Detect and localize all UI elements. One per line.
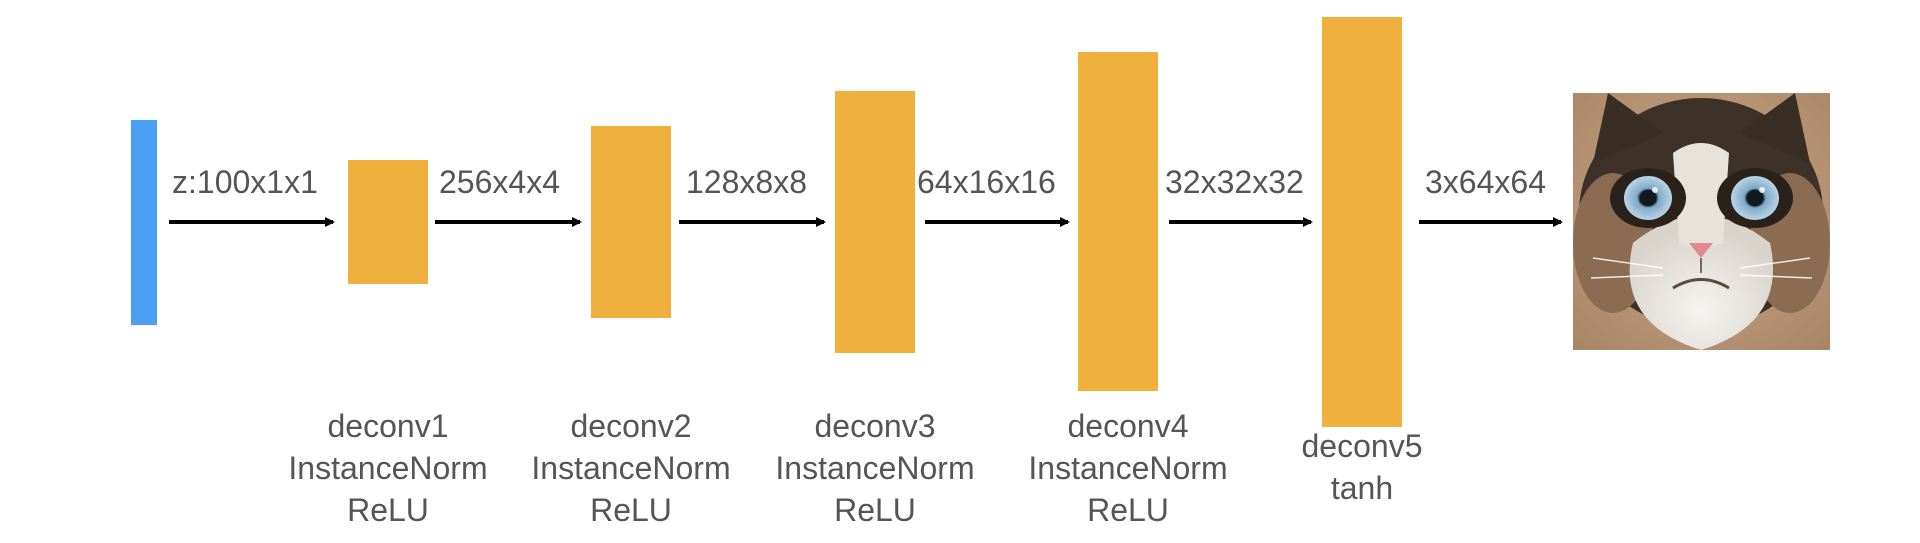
latent-vector-bar: [131, 120, 157, 325]
deconv5-block: [1322, 17, 1402, 427]
deconv3-caption: deconv3 InstanceNorm ReLU: [755, 405, 995, 531]
edge-label-deconv5-out: 3x64x64: [1425, 164, 1546, 200]
deconv3-block: [835, 91, 915, 353]
edge-label-deconv3-out: 64x16x16: [917, 164, 1056, 200]
deconv1-block: [348, 160, 428, 284]
edge-label-deconv2-out: 128x8x8: [686, 164, 807, 200]
caption-line: deconv1: [327, 408, 449, 444]
caption-line: deconv5: [1301, 428, 1423, 464]
caption-line: InstanceNorm: [1028, 450, 1228, 486]
caption-line: ReLU: [834, 492, 916, 528]
deconv1-caption: deconv1 InstanceNorm ReLU: [268, 405, 508, 531]
edge-label-deconv4-out: 32x32x32: [1165, 164, 1304, 200]
deconv2-caption: deconv2 InstanceNorm ReLU: [511, 405, 751, 531]
deconv4-block: [1078, 52, 1158, 391]
caption-line: deconv4: [1067, 408, 1189, 444]
caption-line: deconv3: [814, 408, 936, 444]
caption-line: ReLU: [1087, 492, 1169, 528]
deconv5-caption: deconv5 tanh: [1242, 425, 1482, 509]
deconv2-block: [591, 126, 671, 318]
deconv4-caption: deconv4 InstanceNorm ReLU: [1008, 405, 1248, 531]
grumpy-cat-output-image: [1573, 93, 1830, 350]
edge-label-latent: z:100x1x1: [172, 164, 318, 200]
caption-line: ReLU: [347, 492, 429, 528]
caption-line: deconv2: [570, 408, 692, 444]
caption-line: InstanceNorm: [775, 450, 975, 486]
caption-line: InstanceNorm: [531, 450, 731, 486]
edge-label-deconv1-out: 256x4x4: [439, 164, 560, 200]
caption-line: ReLU: [590, 492, 672, 528]
caption-line: tanh: [1330, 470, 1394, 506]
cat-face-icon: [1573, 93, 1830, 350]
caption-line: InstanceNorm: [288, 450, 488, 486]
